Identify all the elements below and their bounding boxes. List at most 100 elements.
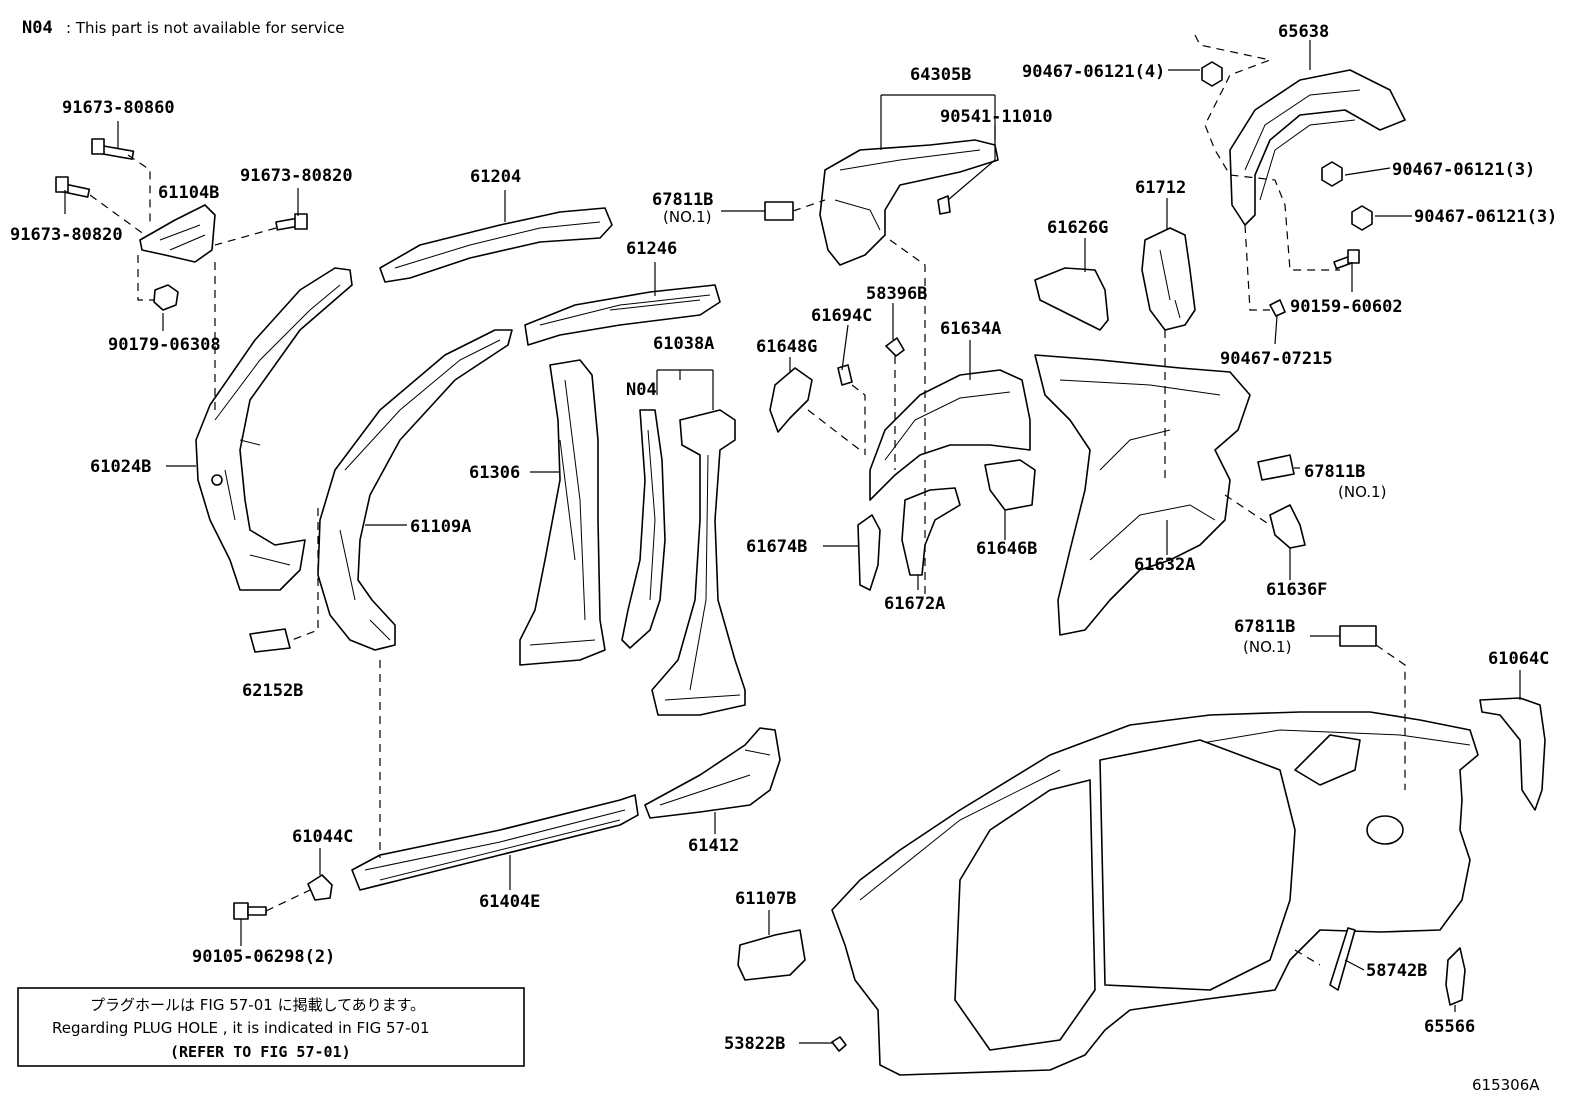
clip-53822B-shape [831,1036,847,1052]
nut-90467-06121-4-shape [1201,61,1223,87]
bolt-91673-80820-right [275,213,308,231]
panel-61672A-shape [901,487,961,576]
label-90467-07215: 90467-07215 [1220,349,1333,369]
label-61412: 61412 [688,836,739,856]
nut-90179-06308-shape [153,284,179,311]
clip-90541-11010-shape [937,195,951,215]
label-61024B: 61024B [90,457,151,477]
label-53822B: 53822B [724,1034,785,1054]
label-61306: 61306 [469,463,520,483]
pillar-n04-shape [621,409,666,649]
label-61694C: 61694C [811,306,872,326]
label-61646B: 61646B [976,539,1037,559]
label-61632A: 61632A [1134,555,1195,575]
label-61672A: 61672A [884,594,945,614]
quarter-inner-61632A-shape [1034,354,1251,636]
label-61204: 61204 [470,167,521,187]
pillar-61038A-shape [651,409,746,716]
bracket-61107B-shape [737,929,806,981]
label-90467-06121-4: 90467-06121(4) [1022,62,1165,82]
label-61404E: 61404E [479,892,540,912]
clip-58396B-shape [885,337,905,357]
label-90105-06298: 90105-06298(2) [192,947,335,967]
label-67811B-3-sub: (NO.1) [1243,638,1291,656]
clip-90467-07215-shape [1269,299,1286,317]
label-91673-80820-b: 91673-80820 [10,225,123,245]
label-61038A: 61038A [653,334,714,354]
assembly-lines [89,34,1406,966]
bracket-61636F-shape [1269,504,1306,549]
note-text: : This part is not available for service [66,19,344,37]
label-65566: 65566 [1424,1017,1475,1037]
label-58396B: 58396B [866,284,927,304]
label-90467-06121-3b: 90467-06121(3) [1414,207,1557,227]
label-64305B: 64305B [910,65,971,85]
figure-id: 615306A [1472,1076,1540,1094]
plug-note-line3: (REFER TO FIG 57-01) [170,1043,351,1061]
plug-67811B-2-shape [1257,454,1295,481]
brace-61064C-shape [1479,697,1546,811]
pillar-61024B-shape [195,267,353,591]
label-91673-80860: 91673-80860 [62,98,175,118]
fuel-door [1366,815,1404,845]
label-61634A: 61634A [940,319,1001,339]
nut-90467-06121-3a-shape [1321,161,1343,187]
label-61626G: 61626G [1047,218,1108,238]
panel-61646B-shape [984,459,1036,511]
plug-hole-note: プラグホールは FIG 57-01 に掲載してあります。 Regarding P… [17,987,525,1067]
label-67811B-1-sub: (NO.1) [663,208,711,226]
roof-bow-61246-shape [524,284,721,346]
label-61104B: 61104B [158,183,219,203]
label-58742B: 58742B [1366,961,1427,981]
label-61044C: 61044C [292,827,353,847]
seal-58742B-shape [1329,927,1356,991]
pillar-61306-shape [519,359,606,666]
label-61246: 61246 [626,239,677,259]
label-90467-06121-3a: 90467-06121(3) [1392,160,1535,180]
rocker-61404E-shape [351,794,639,891]
label-61636F: 61636F [1266,580,1327,600]
plug-67811B-1-shape [764,201,794,221]
label-90159-60602: 90159-60602 [1290,297,1403,317]
brace-64305B-shape [819,139,999,266]
label-61038A-n04: N04 [626,380,657,400]
bolt-91673-80820-left [55,176,91,198]
screw-90159-60602 [1333,249,1360,270]
label-91673-80820-a: 91673-80820 [240,166,353,186]
label-61674B: 61674B [746,537,807,557]
label-90541-11010: 90541-11010 [940,107,1053,127]
bolt-91673-80860 [91,138,135,160]
bracket-61044C-shape [307,874,333,901]
bracket-61626G-shape [1034,267,1109,331]
label-90179-06308: 90179-06308 [108,335,221,355]
clip-61694C-shape [837,364,853,386]
bracket-65566-shape [1445,947,1466,1006]
label-62152B: 62152B [242,681,303,701]
label-67811B-3: 67811B [1234,617,1295,637]
seal-62152B-shape [249,628,291,653]
pillar-61109A-shape [317,329,513,651]
label-61648G: 61648G [756,337,817,357]
panel-61674B-shape [857,514,881,591]
nut-90467-06121-3b-shape [1351,205,1373,231]
bracket-61648G-shape [769,367,813,433]
plug-note-line1: プラグホールは FIG 57-01 に掲載してあります。 [90,996,425,1014]
brace-61712-shape [1141,227,1196,331]
label-67811B-2-sub: (NO.1) [1338,483,1386,501]
leader-lines [64,40,1521,1044]
label-61107B: 61107B [735,889,796,909]
plug-note-line2: Regarding PLUG HOLE , it is indicated in… [52,1019,430,1037]
rocker-ext-61412-shape [644,727,781,819]
wheelhouse-61634A-shape [869,369,1031,501]
front-door-opening [954,779,1096,1051]
rear-door-opening [1099,739,1296,991]
label-61064C: 61064C [1488,649,1549,669]
plug-67811B-3-shape [1339,625,1377,647]
label-61109A: 61109A [410,517,471,537]
label-67811B-2: 67811B [1304,462,1365,482]
label-67811B-1: 67811B [652,190,713,210]
bolt-90105-06298 [233,902,267,920]
liner-65638-shape [1229,69,1406,226]
label-65638: 65638 [1278,22,1329,42]
